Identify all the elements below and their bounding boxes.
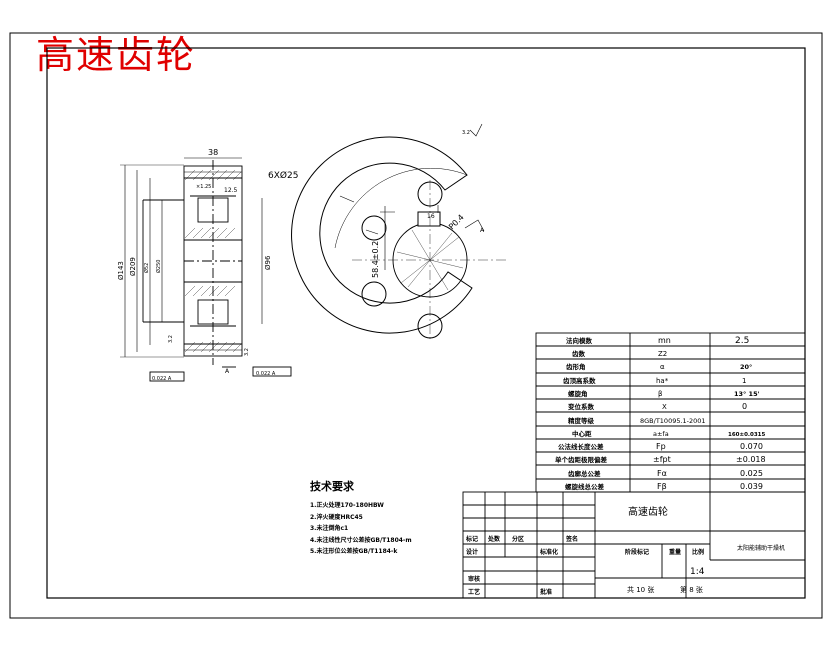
param-symbol: Fβ — [657, 482, 667, 491]
param-name: 齿廓总公差 — [568, 469, 601, 478]
dia-a: Ø52 — [143, 263, 150, 273]
param-symbol: mn — [658, 336, 671, 345]
param-name: 齿顶高系数 — [563, 376, 596, 385]
title-block-text: 高速齿轮 太阳能辅助干燥机 1:4 共 10 张 第 8 张 标记 处数 分区 … — [465, 505, 785, 596]
technical-requirements: 技术要求 1.正火处理170-180HBW 2.淬火硬度HRC45 3.未注倒角… — [310, 478, 412, 558]
keyway-width: 16 — [427, 213, 435, 220]
param-value: 1 — [742, 377, 746, 385]
ra-1: 3.2 — [168, 335, 174, 343]
tb-zone: 分区 — [512, 535, 524, 543]
tb-stage: 阶段标记 — [625, 548, 649, 556]
param-value: 2.5 — [735, 336, 749, 346]
tb-sheet-no: 第 8 张 — [680, 585, 703, 594]
param-name: 螺旋线总公差 — [565, 482, 605, 491]
param-symbol: X — [662, 403, 667, 411]
tb-count: 处数 — [487, 535, 501, 543]
param-symbol: a±fa — [653, 430, 669, 438]
tb-weight: 重量 — [669, 548, 681, 556]
param-name: 螺旋角 — [568, 389, 588, 398]
tb-mark: 标记 — [465, 535, 478, 543]
param-symbol: 8GB/T10095.1-2001 — [640, 417, 706, 425]
title-block — [462, 491, 806, 599]
ra-2: 3.2 — [244, 348, 250, 356]
tb-sheets: 共 10 张 — [627, 585, 654, 594]
front-roughness: 3.2 — [462, 130, 470, 136]
param-value: 20° — [740, 363, 752, 371]
requirement-item: 4.未注线性尺寸公差按GB/T1804-m — [310, 536, 412, 544]
param-name: 齿数 — [572, 349, 586, 358]
param-name: 单个齿距极限偏差 — [555, 455, 608, 464]
hole-spec: 6XØ25 — [268, 170, 298, 181]
param-name: 精度等级 — [568, 416, 595, 425]
param-name: 公法线长度公差 — [558, 442, 604, 451]
param-symbol: Fα — [657, 469, 667, 478]
tb-org: 太阳能辅助干燥机 — [737, 544, 785, 552]
width-dim: 38 — [208, 148, 218, 157]
param-name: 变位系数 — [568, 402, 595, 411]
keyway-dim: 58.4±0.2 — [371, 241, 380, 278]
runout-2: 0.022 A — [256, 371, 276, 377]
param-symbol: Z2 — [658, 350, 667, 358]
param-value: 0.025 — [740, 469, 763, 478]
datum-a-front: A — [480, 227, 485, 234]
inner-frame — [46, 47, 806, 599]
param-name: 法向模数 — [566, 336, 593, 345]
param-name: 中心距 — [572, 429, 592, 438]
tb-ratio: 比例 — [692, 548, 704, 556]
param-symbol: β — [658, 390, 662, 398]
outer-frame — [9, 32, 823, 619]
params-table — [535, 332, 806, 493]
param-symbol: ±fpt — [653, 455, 671, 464]
param-symbol: Fp — [656, 442, 666, 451]
dia-b: Ø250 — [155, 260, 162, 273]
side-section-view — [120, 157, 292, 382]
tb-craft: 工艺 — [468, 588, 480, 596]
datum-a-side: A — [225, 368, 230, 375]
param-symbol: ha* — [656, 377, 669, 385]
tb-design: 设计 — [466, 548, 478, 556]
params-text: 法向模数 mn 2.5 齿数 Z2 齿形角 α 20° 齿顶高系数 ha* 1 … — [555, 336, 766, 491]
hub-dia: Ø96 — [264, 255, 272, 270]
tb-review: 审核 — [468, 575, 480, 583]
requirements-heading: 技术要求 — [310, 480, 354, 493]
tb-scale: 1:4 — [690, 567, 705, 577]
chamfer-note: ×1.25 — [196, 184, 211, 190]
tb-standard: 标准化 — [539, 548, 558, 556]
tb-part-name: 高速齿轮 — [628, 505, 668, 518]
runout-1: 0.022 A — [152, 376, 172, 382]
drawing-title: 高速齿轮 — [36, 33, 197, 77]
tb-approve: 批准 — [540, 588, 552, 596]
param-value: 160±0.0315 — [728, 432, 765, 438]
offset-dim: 12.5 — [224, 187, 238, 194]
param-value: 0 — [742, 402, 747, 411]
outer-dia: Ø143 — [117, 261, 125, 280]
param-value: 0.070 — [740, 442, 763, 451]
front-view — [291, 123, 508, 340]
dia-209: Ø209 — [129, 257, 137, 276]
requirement-item: 2.淬火硬度HRC45 — [310, 513, 363, 521]
requirement-item: 3.未注倒角c1 — [310, 525, 349, 532]
param-value: 13° 15' — [734, 390, 760, 398]
param-value: ±0.018 — [736, 455, 766, 464]
requirement-item: 5.未注形位公差按GB/T1184-k — [310, 548, 398, 555]
param-name: 齿形角 — [566, 362, 586, 371]
param-value: 0.039 — [740, 482, 763, 491]
requirement-item: 1.正火处理170-180HBW — [310, 502, 384, 509]
param-symbol: α — [660, 363, 665, 371]
tb-sign: 签名 — [565, 535, 578, 543]
pitch-mark: P0.4 — [447, 213, 466, 232]
